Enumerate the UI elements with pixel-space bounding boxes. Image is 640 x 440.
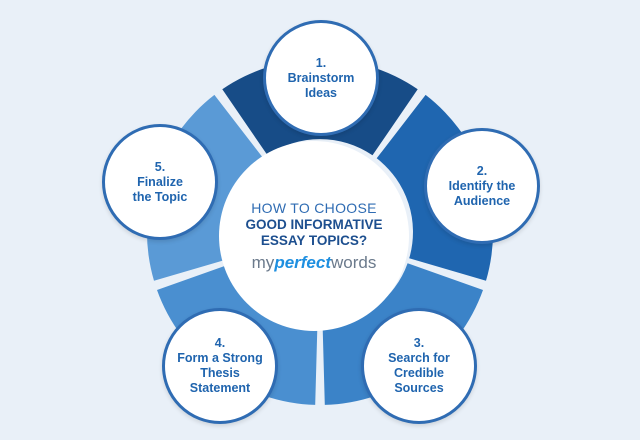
step-label-line-1: Finalize [137, 174, 183, 189]
step-label-line-2: the Topic [132, 189, 188, 204]
step-label-line-3: Sources [394, 381, 444, 395]
center-title-line-1: HOW TO CHOOSE [251, 199, 377, 216]
brand-part-words: words [331, 252, 377, 272]
step-label-line-1: Form a Strong [177, 351, 263, 365]
step-label-line-2: Ideas [305, 85, 337, 100]
step-number: 5. [154, 159, 166, 174]
step-number: 1. [315, 55, 327, 70]
brand-part-perfect: perfect [274, 252, 331, 272]
step-circle-3: 3. Search for Credible Sources [361, 308, 477, 424]
center-title-disc: HOW TO CHOOSE GOOD INFORMATIVE ESSAY TOP… [219, 141, 409, 331]
step-label-line-2: Audience [453, 193, 511, 208]
step-label-line-3: Statement [189, 381, 251, 395]
step-number: 2. [476, 163, 488, 178]
step-circle-4: 4. Form a Strong Thesis Statement [162, 308, 278, 424]
brand-part-my: my [251, 252, 275, 272]
step-circle-1: 1. Brainstorm Ideas [263, 20, 379, 136]
step-label-line-2: Thesis [200, 366, 240, 380]
step-label-line-1: Brainstorm [287, 70, 355, 85]
step-label-line-1: Search for [388, 351, 450, 365]
step-label-line-2: Credible [393, 366, 444, 380]
step-circle-5: 5. Finalize the Topic [102, 124, 218, 240]
center-title-line-3: ESSAY TOPICS? [260, 232, 368, 248]
step-label-line-1: Identify the [448, 178, 516, 193]
step-number: 3. [413, 336, 425, 350]
step-number: 4. [214, 336, 226, 350]
step-circle-2: 2. Identify the Audience [424, 128, 540, 244]
center-title-line-2: GOOD INFORMATIVE [245, 216, 383, 232]
brand-logo: myperfectwords [252, 253, 377, 273]
